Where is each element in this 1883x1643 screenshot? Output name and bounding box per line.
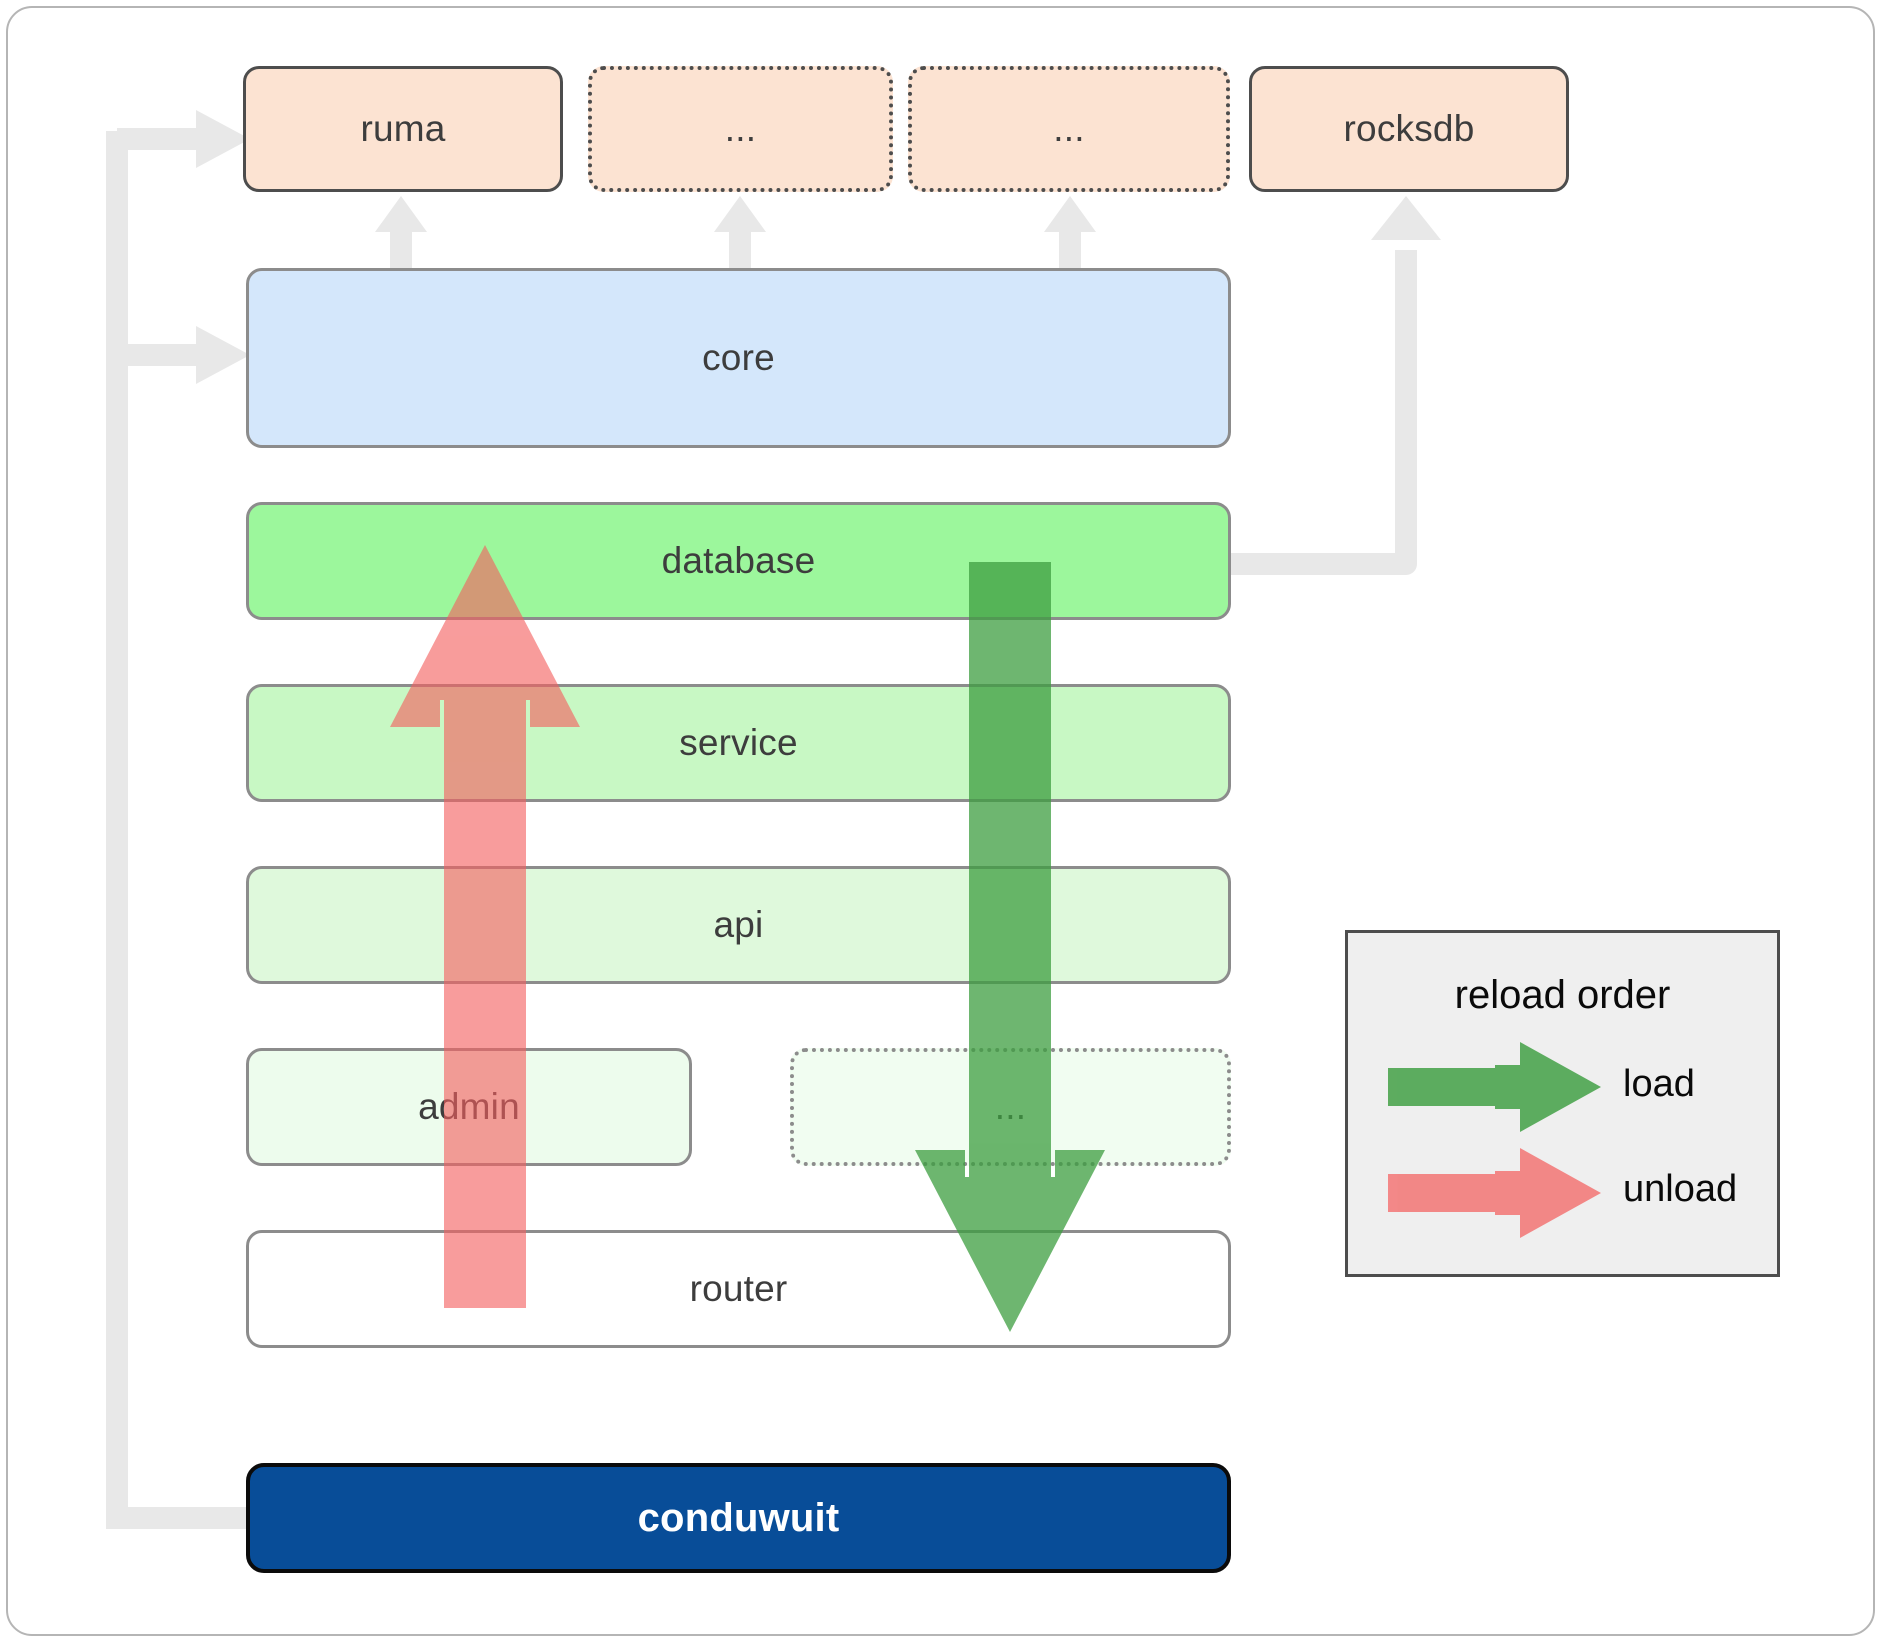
node-database[interactable]: database xyxy=(246,502,1231,620)
legend-title: reload order xyxy=(1454,973,1671,1017)
node-rocksdb-label: rocksdb xyxy=(1343,108,1475,149)
node-dep-placeholder-1[interactable]: ... xyxy=(588,66,893,192)
node-dep-placeholder-1-label: ... xyxy=(724,108,757,149)
node-conduwuit[interactable]: conduwuit xyxy=(246,1463,1231,1573)
node-router-label: router xyxy=(689,1268,788,1309)
node-service-label: service xyxy=(679,722,798,763)
node-rocksdb[interactable]: rocksdb xyxy=(1249,66,1569,192)
diagram-frame xyxy=(6,6,1875,1636)
node-database-label: database xyxy=(661,540,816,581)
node-conduwuit-label: conduwuit xyxy=(637,1495,840,1540)
node-core[interactable]: core xyxy=(246,268,1231,448)
node-service[interactable]: service xyxy=(246,684,1231,802)
node-router[interactable]: router xyxy=(246,1230,1231,1348)
node-dep-placeholder-2[interactable]: ... xyxy=(908,66,1230,192)
node-api[interactable]: api xyxy=(246,866,1231,984)
legend-label-unload: unload xyxy=(1623,1168,1738,1210)
node-layer-placeholder-label: ... xyxy=(994,1086,1027,1127)
node-api-label: api xyxy=(713,904,764,945)
legend-label-load: load xyxy=(1623,1063,1695,1105)
legend-panel: reload order load unload xyxy=(1345,930,1780,1277)
node-admin[interactable]: admin xyxy=(246,1048,692,1166)
node-core-label: core xyxy=(702,337,775,378)
node-admin-label: admin xyxy=(418,1086,520,1127)
node-ruma[interactable]: ruma xyxy=(243,66,563,192)
node-dep-placeholder-2-label: ... xyxy=(1053,108,1085,149)
node-layer-placeholder[interactable]: ... xyxy=(790,1048,1231,1166)
node-ruma-label: ruma xyxy=(360,108,446,149)
